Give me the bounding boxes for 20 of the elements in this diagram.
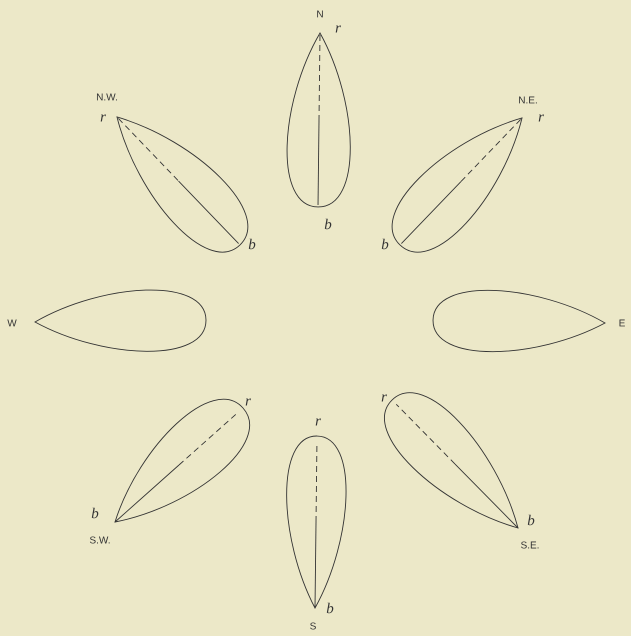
direction-label: S.W. (90, 536, 110, 544)
point-letter: r (382, 394, 387, 402)
point-letter: b (248, 238, 256, 250)
direction-label: E (620, 320, 625, 326)
point-letter: b (326, 602, 334, 614)
direction-label: S (310, 622, 316, 630)
direction-label: S.E. (521, 541, 539, 549)
direction-label: W (7, 320, 17, 326)
direction-label: N.W. (96, 94, 117, 100)
point-letter: b (528, 514, 534, 526)
point-letter: r (246, 398, 251, 406)
point-letter: b (92, 508, 98, 518)
point-letter: b (382, 238, 388, 250)
direction-label: N (317, 10, 323, 18)
point-letter: r (336, 25, 341, 33)
point-letter: r (538, 114, 544, 122)
point-letter: r (316, 418, 321, 426)
point-letter: r (100, 114, 106, 122)
direction-label: N.E. (519, 96, 537, 104)
point-letter: b (324, 218, 332, 230)
